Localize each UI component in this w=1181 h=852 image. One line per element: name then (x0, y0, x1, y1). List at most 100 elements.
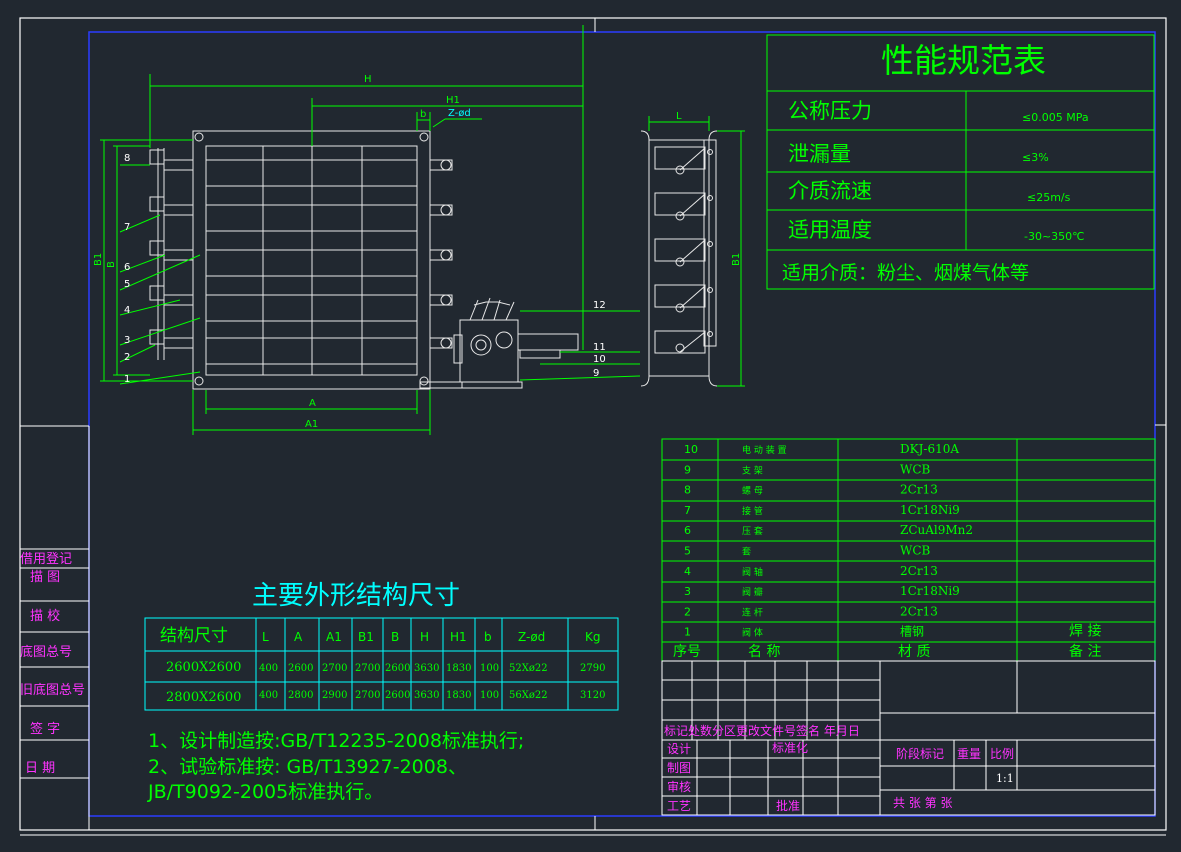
dim-label: b (420, 109, 426, 120)
part-name: 阀 轴 (742, 566, 763, 578)
part-material: 2Cr13 (900, 564, 938, 578)
dims-title: 主要外形结构尺寸 (252, 581, 460, 611)
dimensions-table: 主要外形结构尺寸 结构尺寸 L A A1 B1 B H H1 b Z (144, 581, 619, 711)
dims-cell: 2700 (322, 663, 347, 674)
note-line: 2、试验标准按: GB/T13927-2008、 (148, 756, 467, 778)
part-name: 套 (742, 546, 751, 558)
title-block: 标记处数分区更改文件号签名 年月日 设计 制图 审核 工艺 标准化 批准 阶段标… (661, 660, 1156, 816)
dims-cell: 2900 (322, 690, 347, 701)
side-view: L B1 (640, 111, 745, 387)
perf-label: 泄漏量 (788, 142, 851, 166)
dim-label: H (364, 74, 372, 85)
callout-number: 11 (593, 342, 606, 353)
dims-header: b (484, 630, 492, 644)
dims-cell: 2790 (580, 663, 605, 674)
dims-cell: 2600X2600 (166, 660, 241, 675)
part-material: WCB (900, 462, 931, 476)
parts-header-material: 材 质 (898, 644, 930, 660)
part-material: 槽钢 (900, 625, 924, 639)
dims-header: H1 (450, 630, 467, 644)
role-craft: 工艺 (667, 799, 691, 813)
part-number: 4 (684, 565, 691, 578)
dims-cell: 2800X2600 (166, 690, 241, 705)
callout-number: 1 (124, 374, 130, 385)
dims-header: A1 (326, 630, 342, 644)
dim-label: B1 (93, 253, 104, 266)
callout-number: 3 (124, 335, 130, 346)
callout-number: 10 (593, 354, 606, 365)
dims-cell: 2700 (355, 690, 380, 701)
perf-value: ≤3% (1022, 151, 1049, 164)
stage-label: 阶段标记 (896, 746, 944, 761)
dims-header: B1 (358, 630, 374, 644)
dims-cell: 3630 (414, 690, 439, 701)
part-name: 阀 瓣 (742, 587, 763, 598)
left-strip-item: 借用登记 (20, 552, 72, 567)
dim-label: A (309, 398, 316, 409)
dims-cell: 52Xø22 (509, 663, 548, 674)
dims-header: H (420, 630, 429, 644)
sheets-label: 共 张 第 张 (893, 796, 952, 810)
dims-header: A (294, 630, 303, 644)
part-number: 6 (684, 524, 691, 537)
dim-label: B1 (731, 253, 742, 266)
part-name: 连 杆 (742, 606, 763, 618)
left-strip-item: 旧底图总号 (20, 682, 85, 698)
dims-cell: 100 (480, 663, 499, 674)
part-number: 5 (684, 545, 691, 558)
note-line: 1、设计制造按:GB/T12235-2008标准执行; (148, 730, 524, 752)
callout-number: 2 (124, 352, 130, 363)
approve-label: 批准 (776, 798, 800, 813)
callout-number: 8 (124, 153, 130, 164)
perf-value: -30~350℃ (1024, 230, 1085, 243)
part-name: 压 套 (742, 525, 763, 537)
perf-label: 介质流速 (788, 179, 872, 203)
dims-header: Z-ød (518, 630, 545, 644)
part-name: 支 架 (742, 464, 763, 476)
callout-number: 9 (593, 368, 599, 379)
part-material: 1Cr18Ni9 (900, 503, 960, 517)
dims-header: B (391, 630, 399, 644)
dims-cell: 3630 (414, 663, 439, 674)
front-view: H H1 b A A1 Z-ød B1 B 8 7 6 5 4 3 2 1 12… (93, 25, 641, 435)
dims-cell: 2600 (288, 663, 313, 674)
notes: 1、设计制造按:GB/T12235-2008标准执行; 2、试验标准按: GB/… (147, 730, 524, 803)
callout-number: 4 (124, 305, 130, 316)
left-strip-item: 描 校 (30, 608, 60, 624)
perf-label: 公称压力 (788, 99, 872, 123)
weight-label: 重量 (957, 747, 981, 761)
part-name: 接 管 (742, 505, 763, 517)
parts-header-name: 名 称 (748, 644, 780, 660)
part-material: 1Cr18Ni9 (900, 584, 960, 598)
dim-label: H1 (446, 95, 460, 106)
dim-label: L (676, 111, 682, 122)
revision-header: 标记处数分区更改文件号签名 年月日 (664, 723, 860, 738)
part-number: 8 (684, 484, 691, 497)
scale-label: 比例 (990, 747, 1014, 761)
role-design: 设计 (667, 742, 691, 756)
dims-header: 结构尺寸 (160, 626, 228, 646)
dims-header: L (262, 630, 269, 644)
dims-cell: 1830 (446, 690, 471, 701)
dims-cell: 2700 (355, 663, 380, 674)
part-number: 9 (684, 463, 691, 476)
left-strip: 借用登记 描 图 描 校 底图总号 旧底图总号 签 字 日 期 (20, 548, 89, 779)
dims-cell: 400 (259, 690, 278, 701)
part-number: 10 (684, 443, 698, 456)
left-strip-item: 日 期 (25, 761, 55, 776)
part-material: ZCuAl9Mn2 (900, 523, 973, 537)
callout-number: 6 (124, 262, 130, 273)
dims-header: Kg (585, 630, 601, 644)
dims-cell: 56Xø22 (509, 690, 548, 701)
parts-header-remark: 备 注 (1069, 643, 1101, 660)
role-draw: 制图 (667, 761, 691, 775)
part-name: 阀 体 (742, 627, 763, 639)
part-material: 2Cr13 (900, 483, 938, 497)
dims-cell: 1830 (446, 663, 471, 674)
callout-number: 7 (124, 222, 130, 233)
dims-cell: 3120 (580, 690, 605, 701)
standardize-label: 标准化 (772, 741, 808, 755)
part-number: 1 (684, 626, 691, 639)
